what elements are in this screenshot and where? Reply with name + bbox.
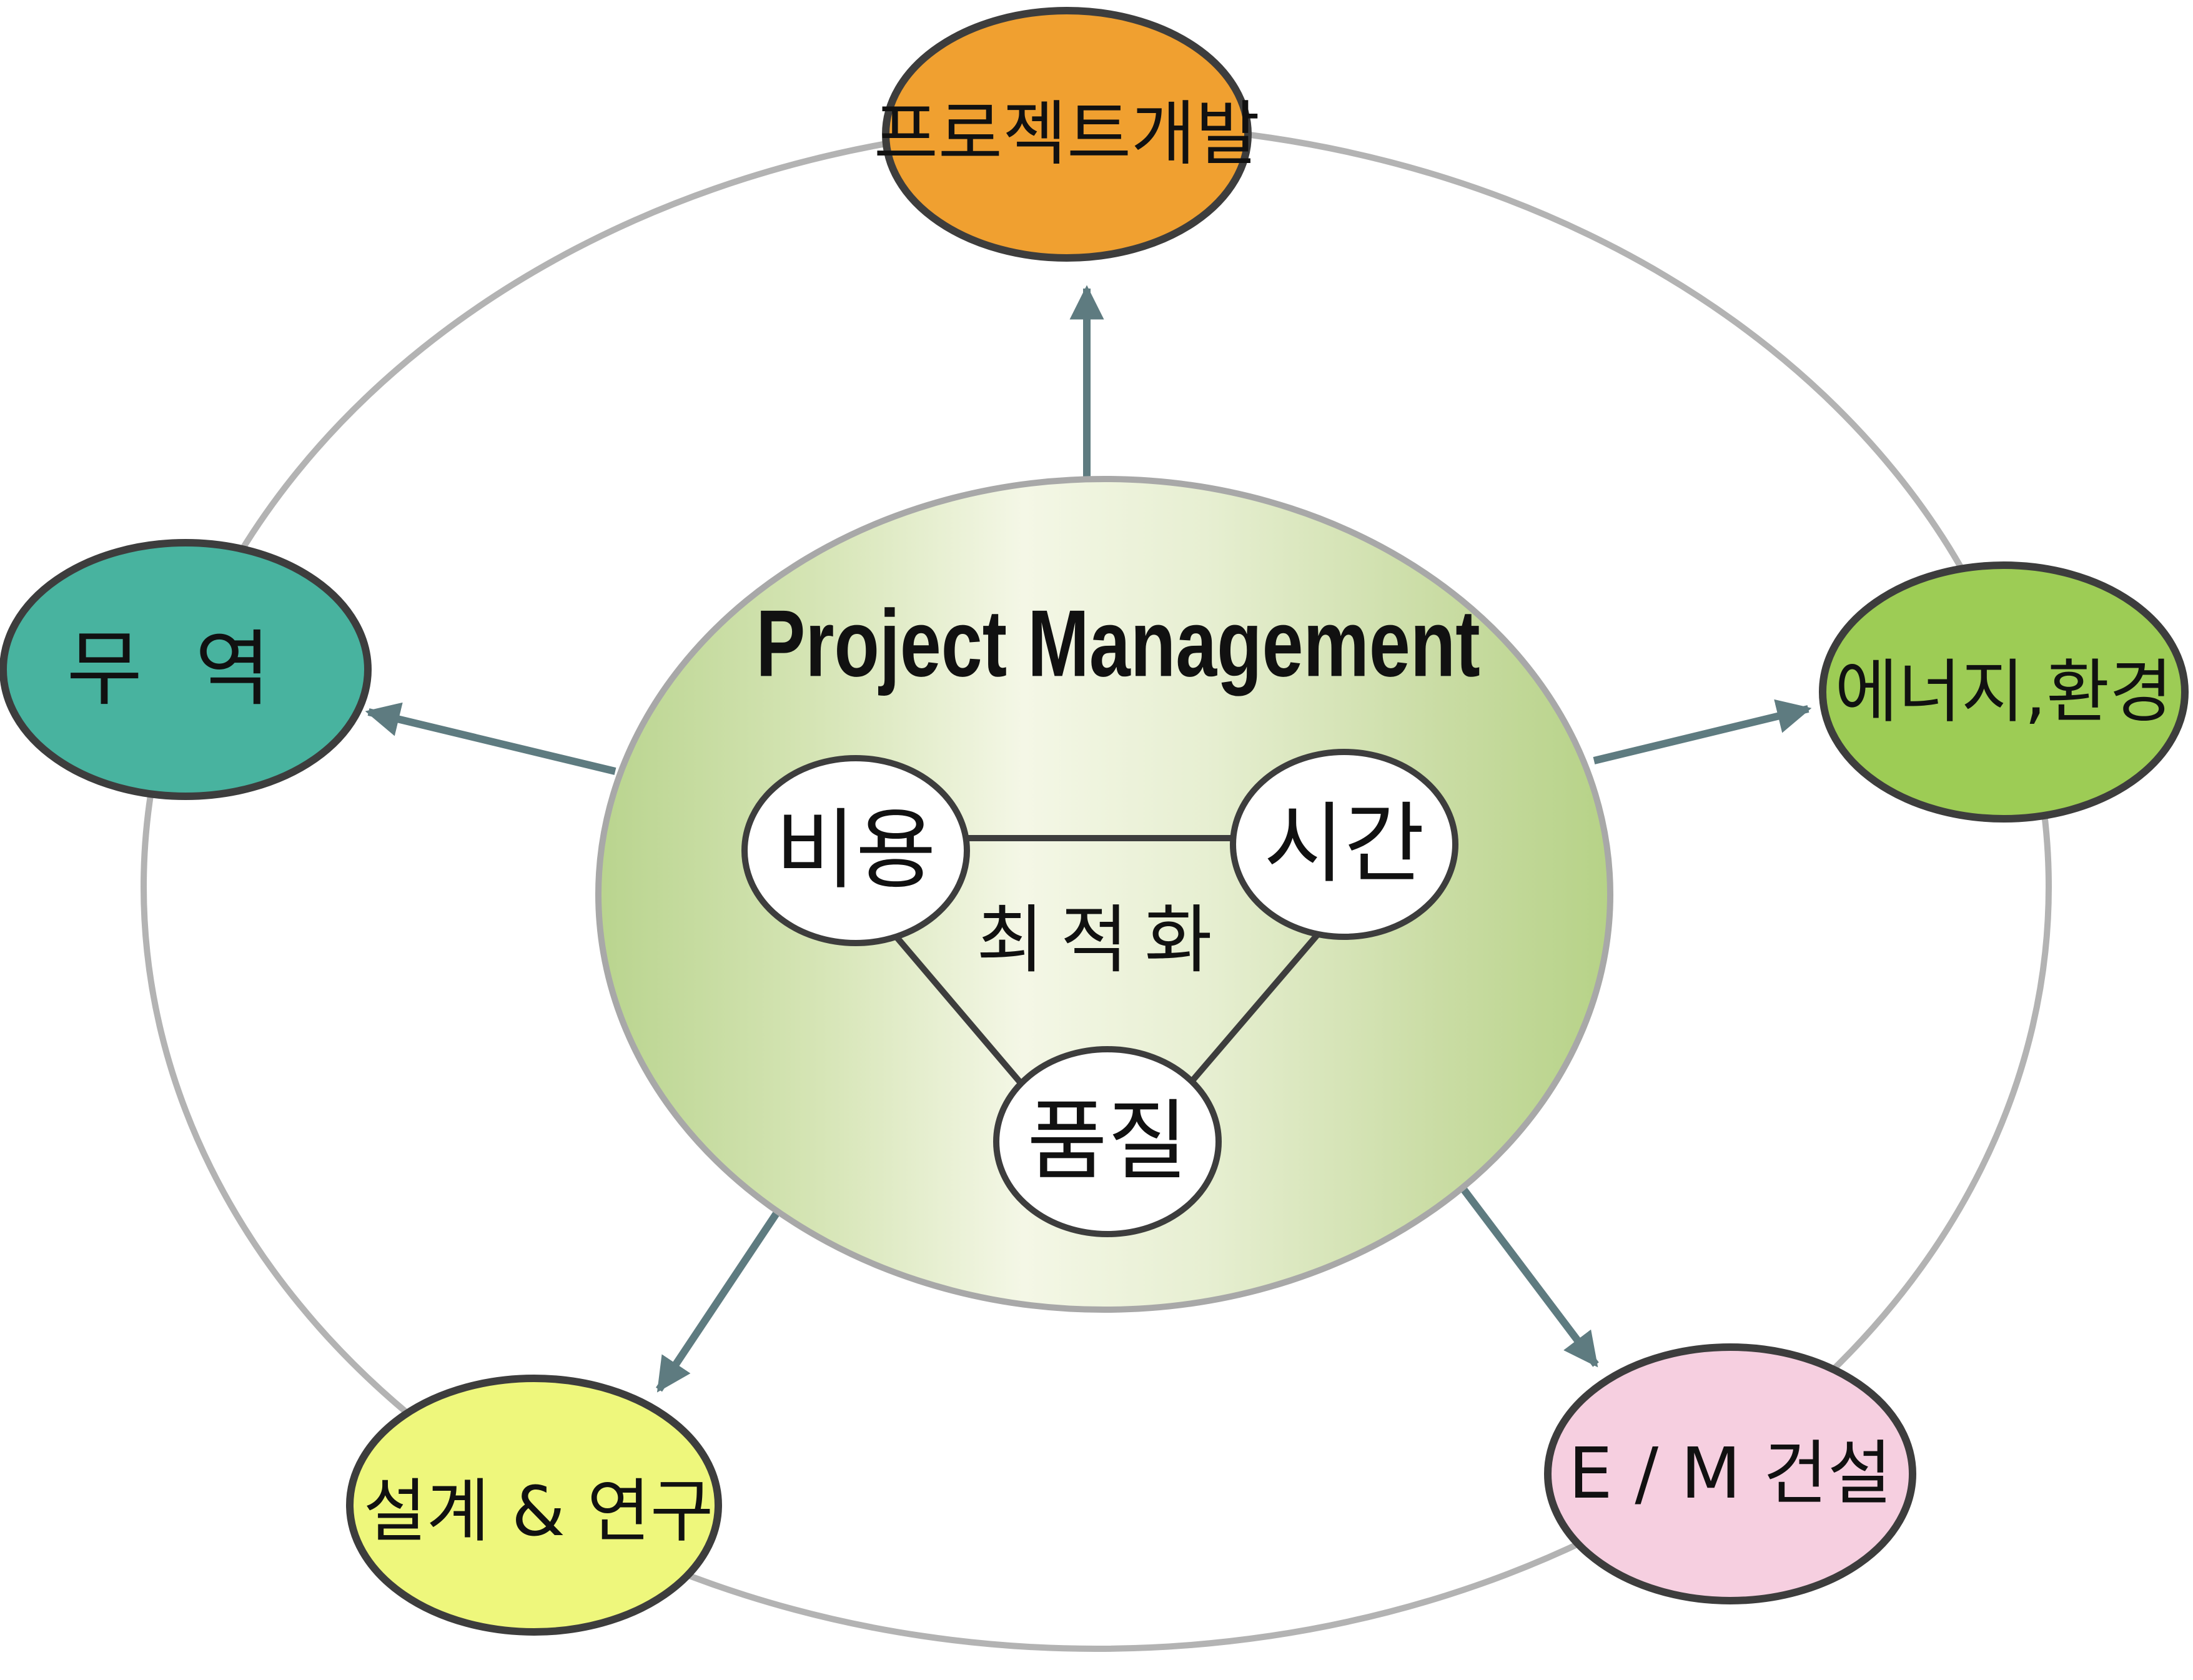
arrow-to-em-construction: [1458, 1184, 1599, 1368]
node-design-research: 설계 & 연구: [346, 1375, 722, 1636]
node-time: 시간: [1230, 749, 1458, 940]
center-title: Project Management: [756, 590, 1480, 696]
arrow-to-trade: [365, 702, 616, 775]
node-project-dev: 프로젝트개발: [874, 7, 1260, 262]
connector-time-quality: [1187, 928, 1324, 1086]
node-quality: 품질: [993, 1046, 1222, 1237]
node-trade-label: 무 역: [67, 621, 271, 718]
center-ellipse: [595, 476, 1613, 1313]
arrow-to-design-research: [656, 1209, 781, 1393]
node-design-research-label: 설계 & 연구: [364, 1471, 714, 1551]
node-cost-label: 비용: [775, 800, 936, 902]
connector-cost-quality: [894, 934, 1024, 1086]
node-trade: 무 역: [0, 539, 372, 800]
node-quality-label: 품질: [1027, 1091, 1188, 1193]
node-em-construction-label: E / M 건설: [1568, 1433, 1892, 1514]
node-energy-env-label: 에너지,환경: [1835, 652, 2173, 732]
node-cost: 비용: [741, 755, 970, 946]
node-project-dev-label: 프로젝트개발: [874, 94, 1260, 175]
node-em-construction: E / M 건설: [1544, 1343, 1916, 1604]
optimize-label: 최적화: [976, 897, 1229, 983]
node-time-label: 시간: [1264, 794, 1425, 896]
node-energy-env: 에너지,환경: [1819, 561, 2189, 823]
arrow-to-energy-env: [1593, 699, 1812, 764]
